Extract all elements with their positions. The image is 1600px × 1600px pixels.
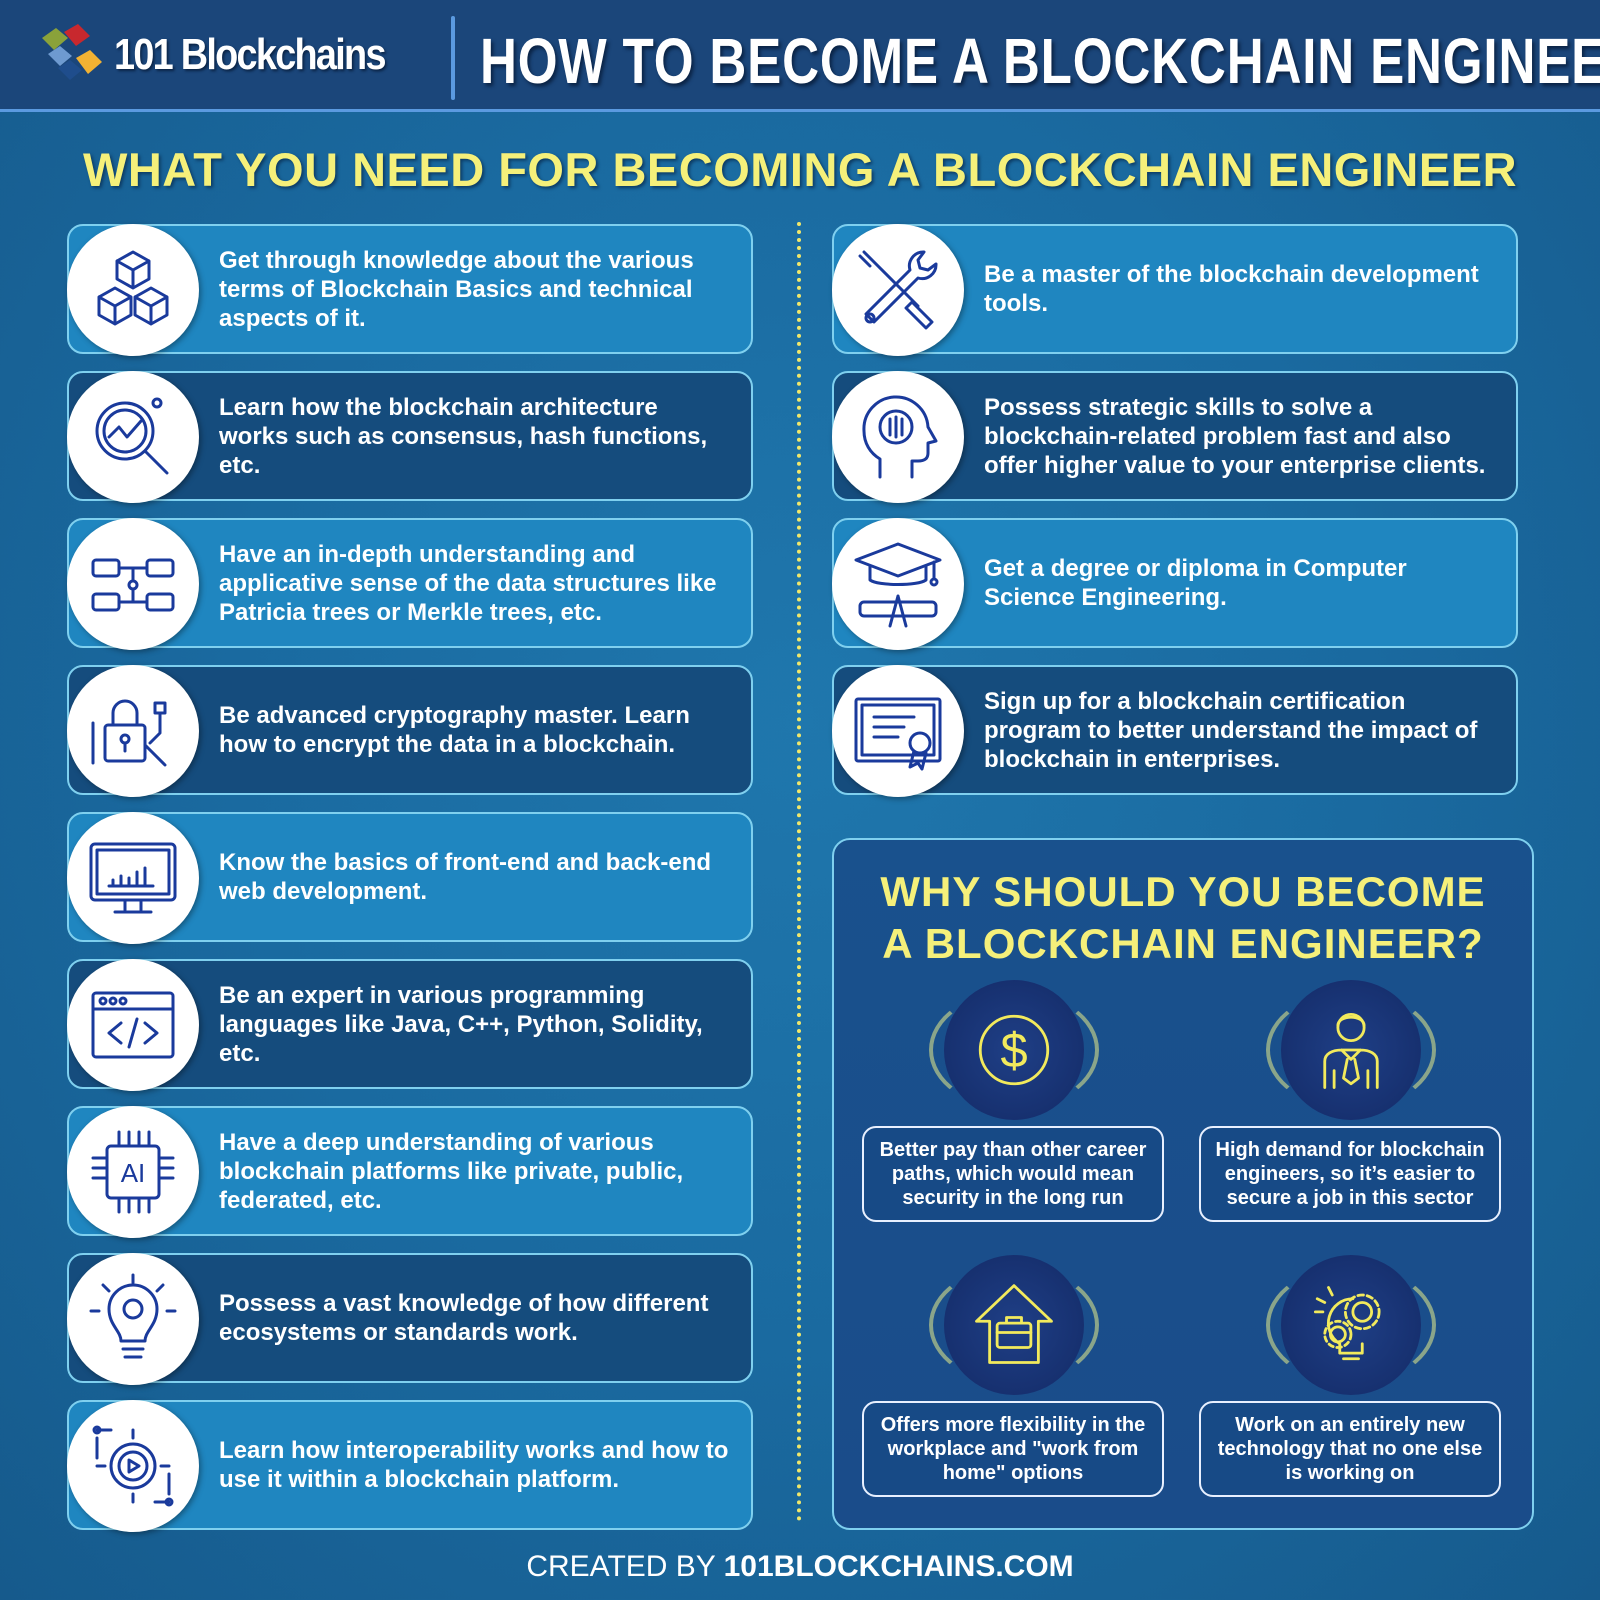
requirement-card: Know the basics of front-end and back-en… (67, 812, 753, 944)
requirement-card: Be an expert in various programming lang… (67, 959, 753, 1091)
bulb-gears-icon (1313, 1286, 1381, 1361)
icon-circle (67, 518, 199, 650)
reason-text: Better pay than other career paths, whic… (862, 1126, 1164, 1222)
icon-circle (67, 371, 199, 503)
certificate-icon (854, 697, 942, 771)
icon-circle (67, 665, 199, 797)
svg-text:AI: AI (121, 1158, 146, 1188)
requirement-text: Have a deep understanding of various blo… (219, 1128, 684, 1214)
data-structure-icon (91, 558, 175, 612)
reason-text: Work on an entirely new technology that … (1199, 1401, 1501, 1497)
requirement-card: Possess a vast knowledge of how differen… (67, 1253, 753, 1385)
reason-icon-circle: $ (944, 980, 1084, 1120)
requirement-text: Possess a vast knowledge of how differen… (219, 1290, 709, 1346)
ai-chip-icon: AI (91, 1130, 175, 1214)
cubes-icon (97, 250, 169, 326)
requirement-text: Know the basics of front-end and back-en… (219, 849, 712, 905)
requirement-card: Be advanced cryptography master. Learn h… (67, 665, 753, 797)
requirement-card: Learn how interoperability works and how… (67, 1400, 753, 1532)
icon-circle (67, 959, 199, 1091)
requirement-text: Get through knowledge about the various … (219, 246, 694, 332)
icon-circle (67, 1253, 199, 1385)
requirement-card: AI Have a deep understanding of various … (67, 1106, 753, 1238)
requirement-card: Sign up for a blockchain certification p… (832, 665, 1518, 797)
header-divider (451, 16, 455, 100)
icon-circle (67, 1400, 199, 1532)
requirement-text: Be a master of the blockchain developmen… (984, 261, 1479, 317)
requirement-card: Have an in-depth understanding and appli… (67, 518, 753, 650)
icon-circle (832, 665, 964, 797)
decorative-arc (1266, 1265, 1436, 1385)
icon-circle (832, 371, 964, 503)
requirement-card: Possess strategic skills to solve a bloc… (832, 371, 1518, 503)
reason-icon-circle (944, 1255, 1084, 1395)
monitor-chart-icon (89, 842, 177, 914)
decorative-arc (929, 990, 1099, 1110)
lightbulb-gear-icon (89, 1273, 177, 1359)
magnifier-chart-icon (95, 397, 169, 475)
reason-text: Offers more flexibility in the workplace… (862, 1401, 1164, 1497)
why-title-line2: A BLOCKCHAIN ENGINEER? (882, 920, 1484, 967)
padlock-icon (91, 699, 167, 767)
decorative-arc (1266, 990, 1436, 1110)
businessman-icon (1323, 1012, 1379, 1089)
brand-name: 101 Blockchains (114, 30, 386, 79)
icon-circle (832, 224, 964, 356)
requirement-card: Get through knowledge about the various … (67, 224, 753, 356)
requirement-text: Learn how interoperability works and how… (219, 1437, 729, 1493)
requirement-text: Sign up for a blockchain certification p… (984, 687, 1478, 773)
page-title: HOW TO BECOME A BLOCKCHAIN ENGINEER (480, 25, 1600, 97)
requirement-card: Learn how the blockchain architecture wo… (67, 371, 753, 503)
requirement-text: Possess strategic skills to solve a bloc… (984, 393, 1486, 479)
header: 101 Blockchains HOW TO BECOME A BLOCKCHA… (0, 0, 1600, 112)
icon-circle: AI (67, 1106, 199, 1238)
code-window-icon (91, 991, 175, 1059)
requirement-card: Get a degree or diploma in Computer Scie… (832, 518, 1518, 650)
requirement-text: Learn how the blockchain architecture wo… (219, 393, 708, 479)
requirement-card: Be a master of the blockchain developmen… (832, 224, 1518, 356)
requirement-text: Be advanced cryptography master. Learn h… (219, 702, 690, 758)
footer-credit: CREATED BY 101BLOCKCHAINS.COM (0, 1550, 1600, 1584)
dollar-coin-icon: $ (978, 1014, 1050, 1086)
icon-circle (67, 224, 199, 356)
column-divider (797, 222, 801, 1522)
svg-text:$: $ (1000, 1024, 1027, 1078)
requirement-text: Get a degree or diploma in Computer Scie… (984, 555, 1407, 611)
why-title-line1: WHY SHOULD YOU BECOME (880, 868, 1486, 915)
decorative-arc (929, 1265, 1099, 1385)
graduation-cap-icon (854, 542, 942, 628)
why-title: WHY SHOULD YOU BECOME A BLOCKCHAIN ENGIN… (834, 866, 1532, 970)
tools-icon (858, 250, 938, 330)
icon-circle (832, 518, 964, 650)
requirement-text: Have an in-depth understanding and appli… (219, 540, 717, 626)
head-circuit-icon (862, 395, 938, 479)
footer-prefix: CREATED BY (526, 1550, 716, 1583)
101-blockchains-logo-icon (42, 24, 102, 80)
section-title: WHAT YOU NEED FOR BECOMING A BLOCKCHAIN … (82, 143, 1518, 196)
requirement-text: Be an expert in various programming lang… (219, 981, 703, 1067)
gear-play-icon (92, 1425, 174, 1507)
reason-icon-circle (1281, 980, 1421, 1120)
reason-icon-circle (1281, 1255, 1421, 1395)
why-section: WHY SHOULD YOU BECOME A BLOCKCHAIN ENGIN… (832, 838, 1534, 1530)
icon-circle (67, 812, 199, 944)
reason-text: High demand for blockchain engineers, so… (1199, 1126, 1501, 1222)
footer-site: 101BLOCKCHAINS.COM (723, 1550, 1074, 1583)
house-briefcase-icon (975, 1284, 1053, 1364)
